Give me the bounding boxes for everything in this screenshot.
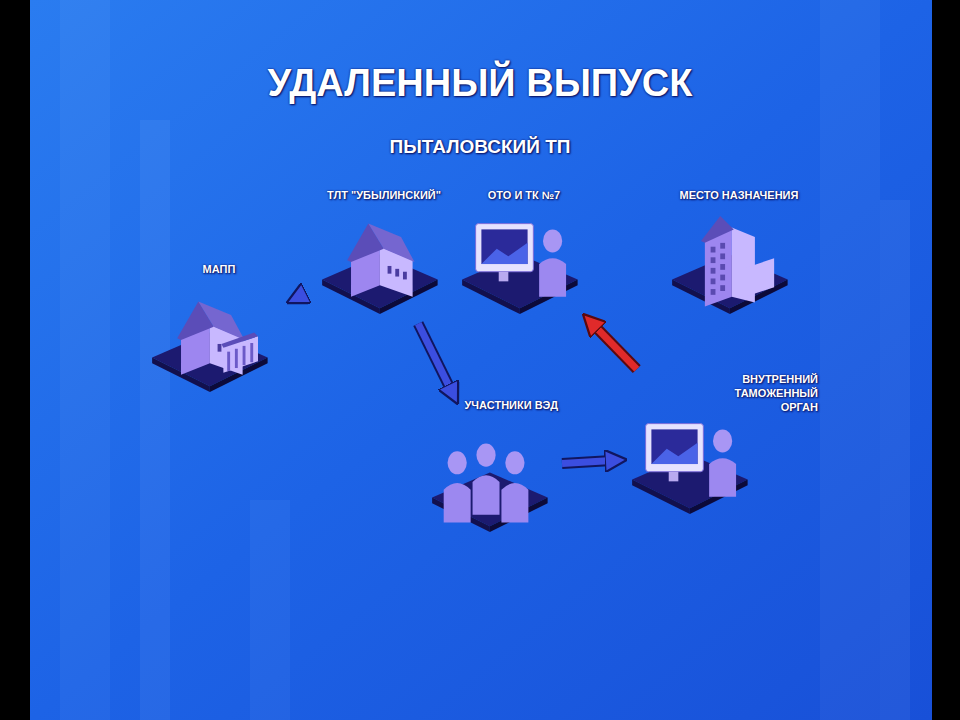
- subtitle: ПЫТАЛОВСКИЙ ТП: [0, 136, 960, 158]
- node-icon: [310, 214, 444, 316]
- node-label: ВНУТРЕННИЙ ТАМОЖЕННЫЙ ОРГАН: [708, 372, 818, 414]
- icon-node: ТЛТ "УБЫЛИНСКИЙ": [300, 188, 468, 320]
- icon-node: МЕСТО НАЗНАЧЕНИЯ: [655, 188, 823, 340]
- arrow-shaft: [296, 295, 301, 298]
- icon-node: МАПП: [140, 262, 298, 412]
- title: УДАЛЕННЫЙ ВЫПУСК: [0, 62, 960, 105]
- node-label: ТЛТ "УБЫЛИНСКИЙ": [300, 188, 468, 202]
- node-icon: [450, 214, 584, 316]
- arrow-outline: [296, 295, 301, 298]
- node-label: ОТО И ТК №7: [450, 188, 598, 202]
- arrow-shaft: [418, 324, 453, 395]
- arrow-shaft: [591, 322, 637, 369]
- icon-node: УЧАСТНИКИ ВЭД: [420, 398, 558, 537]
- node-label: МАПП: [140, 262, 298, 276]
- arrow-shaft: [562, 460, 616, 463]
- flow-arrow: [562, 460, 616, 463]
- flow-arrow: [591, 322, 637, 369]
- flow-arrow: [418, 324, 453, 395]
- node-icon: [420, 432, 554, 534]
- icon-node: ОТО И ТК №7: [450, 188, 598, 319]
- node-icon: [140, 292, 274, 394]
- arrow-outline: [591, 322, 637, 369]
- icon-node: ВНУТРЕННИЙ ТАМОЖЕННЫЙ ОРГАН: [620, 372, 820, 537]
- arrow-outline: [562, 460, 616, 463]
- node-label: МЕСТО НАЗНАЧЕНИЯ: [655, 188, 823, 202]
- flow-arrow: [296, 295, 301, 298]
- node-label: УЧАСТНИКИ ВЭД: [420, 398, 558, 412]
- node-icon: [620, 414, 754, 516]
- arrow-outline: [418, 324, 453, 395]
- node-icon: [660, 214, 794, 316]
